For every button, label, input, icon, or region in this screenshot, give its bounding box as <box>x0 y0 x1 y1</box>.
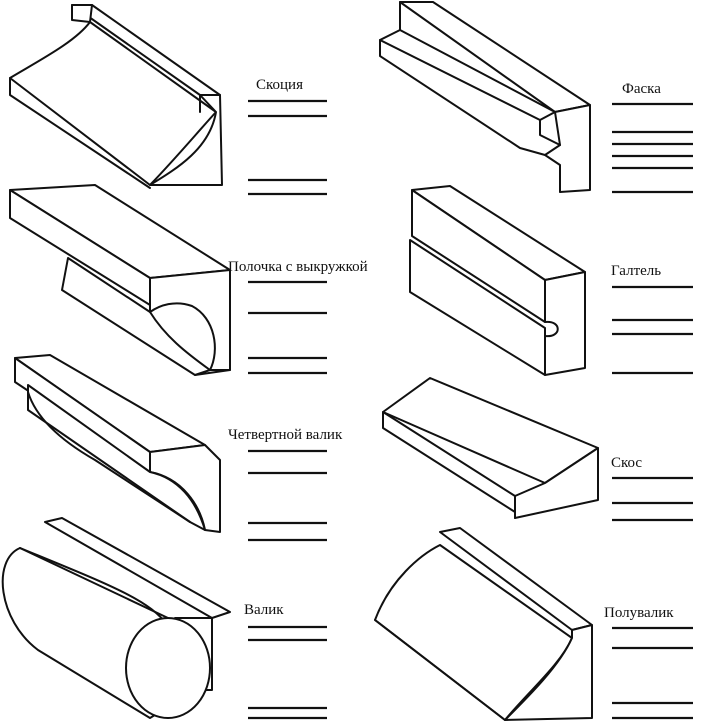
label-roll: Валик <box>244 602 284 618</box>
answer-lines <box>248 99 693 720</box>
quarter-round-drawing <box>14 354 221 533</box>
label-shelf-with-cove: Полочка с выкружкой <box>228 259 368 275</box>
fillet-drawing <box>409 185 586 376</box>
label-half-round: Полувалик <box>604 605 674 621</box>
label-chamfer: Фаска <box>622 81 661 97</box>
label-bevel: Скос <box>611 455 643 471</box>
roll-drawing <box>1 517 231 719</box>
shelf-with-cove-drawing <box>9 184 231 376</box>
bevel-drawing <box>382 377 599 519</box>
label-fillet: Галтель <box>611 263 662 279</box>
half-round-drawing <box>374 527 593 721</box>
scotia-drawing <box>9 4 223 189</box>
chamfer-drawing <box>379 1 591 193</box>
label-quarter-round: Четвертной валик <box>228 427 343 443</box>
label-scotia: Скоция <box>256 77 303 93</box>
